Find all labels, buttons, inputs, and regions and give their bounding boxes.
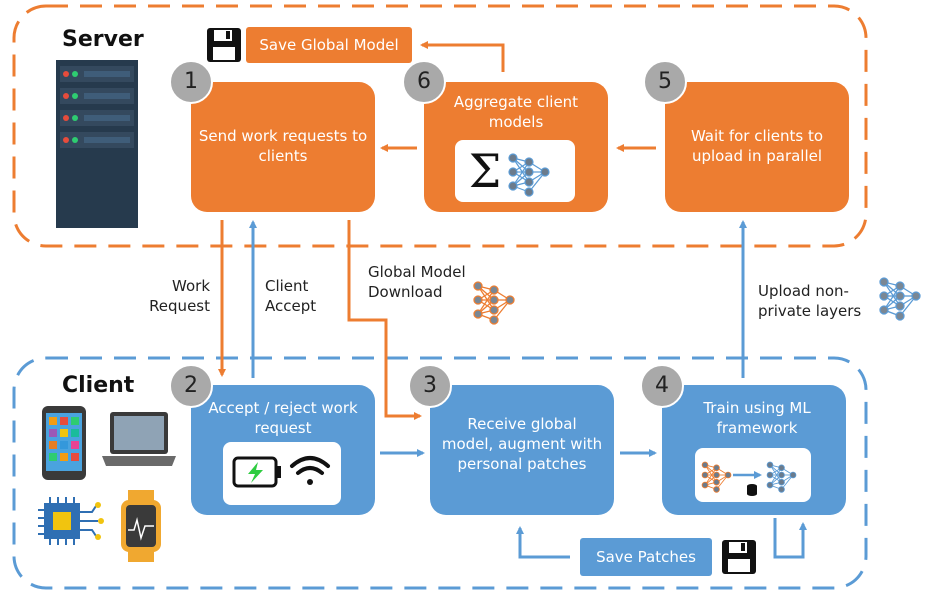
step-2-badge: 2 <box>169 364 213 408</box>
neural-network-icon <box>879 277 921 321</box>
client-region <box>12 356 868 590</box>
phone-icon <box>42 406 86 480</box>
step-5-badge: 5 <box>643 60 687 104</box>
step-5-label: Wait for clients to upload in parallel <box>690 127 824 165</box>
server-rack-icon <box>56 60 138 228</box>
floppy-disk-icon <box>722 540 756 574</box>
server-region <box>12 4 868 248</box>
step-4-badge: 4 <box>640 364 684 408</box>
wifi-icon <box>290 456 330 485</box>
step-3-badge: 3 <box>408 364 452 408</box>
step-5-box <box>665 82 849 212</box>
battery-charging-icon <box>232 456 281 488</box>
save-patches-label: Save Patches <box>596 548 696 566</box>
step-6-badge: 6 <box>402 60 446 104</box>
save-global-model-label: Save Global Model <box>259 36 399 54</box>
chip-icon <box>38 497 104 545</box>
save-global-model-box <box>246 27 412 63</box>
upload-layers-label: Upload non-private layers <box>758 282 862 320</box>
client-accept-label: Client Accept <box>265 277 317 315</box>
client-title: Client <box>62 373 135 398</box>
smartwatch-icon <box>121 490 161 562</box>
work-request-label: Work Request <box>149 277 210 315</box>
database-icon <box>747 484 757 496</box>
floppy-disk-icon <box>207 28 241 62</box>
step-1-box <box>191 82 375 212</box>
server-title: Server <box>62 27 144 52</box>
step-1-label: Send work requests to clients <box>198 127 368 165</box>
step-2-label: Accept / reject work request <box>208 399 358 437</box>
global-model-download-label: Global Model Download <box>368 263 466 301</box>
neural-network-icon <box>473 281 515 325</box>
step-1-badge: 1 <box>169 60 213 104</box>
step-3-label: Receive global model, augment with perso… <box>441 415 603 473</box>
step-6-label: Aggregate client models <box>453 93 579 131</box>
step-3-box <box>430 385 614 515</box>
sigma-symbol: Σ <box>468 144 502 198</box>
save-patches-box <box>580 538 712 576</box>
step-4-label: Train using ML framework <box>703 399 811 437</box>
laptop-icon <box>102 412 176 466</box>
